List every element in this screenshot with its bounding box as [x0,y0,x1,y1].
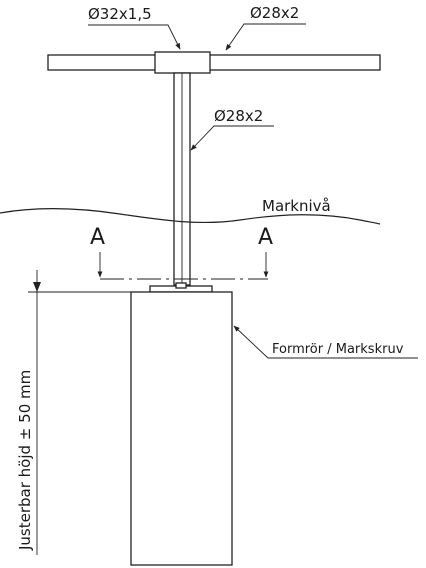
label-section-left: A [90,225,105,250]
label-crossbar-tube: Ø28x2 [250,4,299,22]
crossbar-tube [47,54,381,71]
height-arrow [33,282,41,292]
form-tube [130,291,233,566]
ground-line [0,207,381,225]
label-adjustable-height: Justerbar höjd ± 50 mm [16,370,34,551]
crossbar-sleeve [154,51,211,74]
label-section-right: A [258,225,273,250]
bolt-head [175,282,187,289]
label-crossbar-sleeve: Ø32x1,5 [88,5,152,23]
leader-crossbar-sleeve [88,24,181,50]
leader-post-tube [190,125,274,151]
leader-crossbar-tube [225,23,306,51]
label-post-tube: Ø28x2 [214,107,263,125]
leader-form-tube [233,325,418,359]
label-form-tube: Formrör / Markskruv [272,342,404,357]
label-ground-level: Marknivå [262,197,331,215]
